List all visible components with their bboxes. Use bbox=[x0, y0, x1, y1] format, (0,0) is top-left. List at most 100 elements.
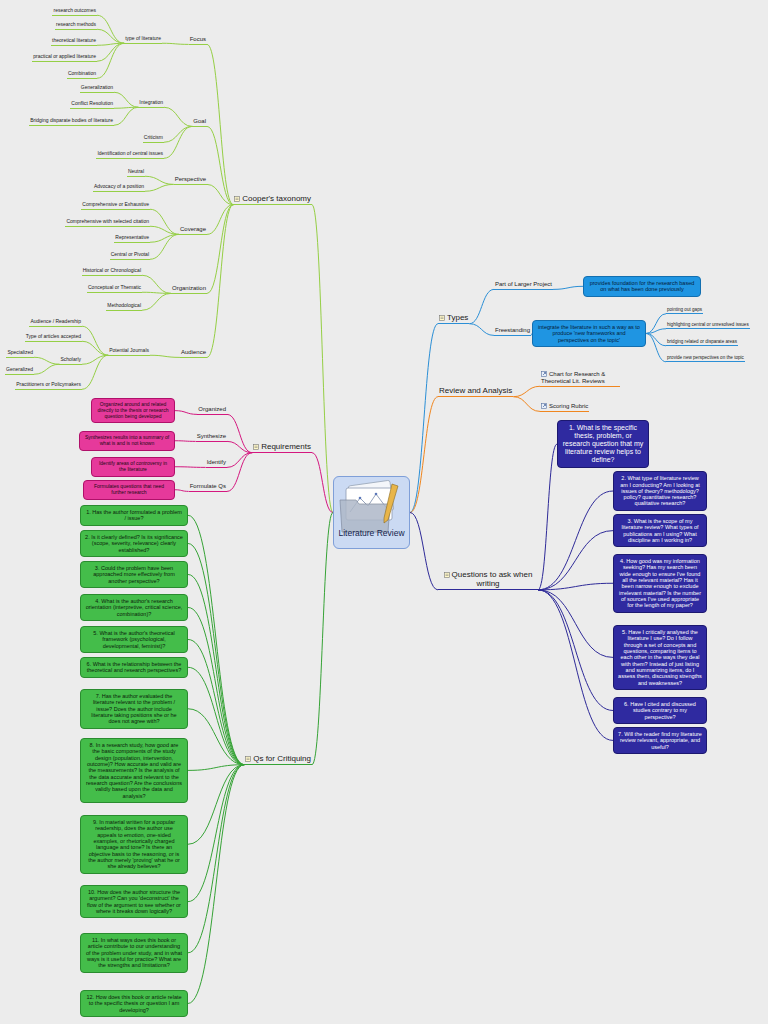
box-text: 11. In what ways does this book or artic… bbox=[86, 937, 182, 968]
label-text: Neutral bbox=[128, 168, 144, 174]
note-box: 1. What is the specific thesis, problem,… bbox=[557, 420, 649, 468]
note-icon bbox=[253, 444, 259, 450]
label-text: Coverage bbox=[180, 226, 206, 232]
branch-connector bbox=[538, 590, 613, 711]
link-icon bbox=[541, 403, 547, 409]
branch-connector bbox=[227, 453, 252, 468]
note-box: 8. In a research study, how good are the… bbox=[80, 738, 188, 803]
branch-label: Chart for Research & Theoretical Lit. Re… bbox=[540, 371, 620, 387]
note-box: 6. What is the relationship between the … bbox=[80, 657, 188, 678]
label-text: Requirements bbox=[261, 442, 311, 451]
branch-label: theoretical literature bbox=[51, 38, 97, 46]
note-box: 1. Has the author formulated a problem /… bbox=[80, 505, 188, 526]
branch-connector bbox=[34, 357, 59, 364]
note-icon bbox=[234, 196, 240, 202]
label-text: highlighting central or unresolved issue… bbox=[667, 322, 749, 327]
branch-connector bbox=[114, 92, 138, 107]
label-text: Type of articles accepted bbox=[26, 333, 81, 339]
label-text: theoretical literature bbox=[52, 37, 96, 43]
branch-connector bbox=[188, 515, 244, 764]
label-text: Generalized bbox=[6, 366, 33, 372]
branch-connector bbox=[82, 355, 108, 389]
label-text: Qs for Critiquing bbox=[253, 754, 311, 763]
note-box: 12. How does this book or article relate… bbox=[80, 990, 188, 1017]
note-box: 9. In material written for a popular rea… bbox=[80, 815, 188, 874]
branch-label: Generalization bbox=[80, 85, 114, 93]
branch-connector bbox=[227, 453, 252, 492]
branch-connector bbox=[646, 333, 666, 345]
branch-connector bbox=[227, 441, 252, 452]
branch-connector bbox=[646, 314, 666, 334]
label-text: provide new perspectives on the topic bbox=[667, 355, 744, 360]
branch-label: Combination bbox=[67, 71, 97, 79]
branch-label: Bridging disparate bodies of literature bbox=[29, 118, 114, 126]
label-text: Potential Journals bbox=[109, 347, 149, 353]
branch-connector bbox=[469, 289, 494, 323]
note-box: Formulates questions that need further r… bbox=[83, 480, 175, 500]
box-text: 9. In material written for a popular rea… bbox=[88, 819, 180, 869]
branch-label: Part of Larger Project bbox=[494, 281, 553, 290]
branch-label: Neutral bbox=[127, 169, 145, 177]
branch-label: Questions to ask when writing bbox=[438, 570, 538, 590]
label-text: Representative bbox=[115, 234, 149, 240]
branch-label: Type of articles accepted bbox=[25, 334, 82, 342]
box-text: Identify areas of controversy in the lit… bbox=[99, 460, 167, 472]
box-text: 7. Will the reader find my literature re… bbox=[618, 731, 702, 750]
label-text: bridging related or disparate areas bbox=[667, 339, 737, 344]
label-text: Advocacy of a position bbox=[94, 183, 144, 189]
branch-connector bbox=[312, 453, 333, 513]
box-text: 2. Is it clearly defined? Is its signifi… bbox=[85, 534, 183, 553]
branch-connector bbox=[145, 176, 174, 184]
note-box: 3. Could the problem have been approache… bbox=[80, 561, 188, 588]
box-text: 12. How does this book or article relate… bbox=[86, 994, 181, 1013]
branch-connector bbox=[175, 411, 197, 415]
branch-connector bbox=[207, 184, 233, 204]
branch-connector bbox=[646, 333, 666, 361]
label-text: Organized bbox=[198, 406, 226, 412]
branch-connector bbox=[538, 491, 613, 590]
note-box: 7. Has the author evaluated the literatu… bbox=[80, 689, 188, 729]
branch-label: Organized bbox=[197, 406, 227, 415]
label-text: Perspective bbox=[175, 176, 206, 182]
label-text: Generalization bbox=[81, 84, 113, 90]
branch-label: bridging related or disparate areas bbox=[666, 339, 738, 346]
box-text: Formulates questions that need further r… bbox=[94, 483, 164, 495]
branch-label: Advocacy of a position bbox=[93, 184, 145, 192]
label-text: Types bbox=[447, 313, 468, 322]
box-text: 1. What is the specific thesis, problem,… bbox=[563, 424, 644, 463]
branch-connector bbox=[82, 326, 108, 355]
note-box: 2. Is it clearly defined? Is its signifi… bbox=[80, 530, 188, 557]
topic-text: Literature Review bbox=[338, 528, 404, 538]
branch-connector bbox=[142, 292, 171, 293]
central-box-fill bbox=[333, 476, 410, 549]
label-text: Practitioners or Policymakers bbox=[16, 381, 81, 387]
branch-label: Integration bbox=[138, 100, 164, 108]
branch-connector bbox=[175, 440, 196, 442]
box-text: 7. Has the author evaluated the literatu… bbox=[91, 693, 176, 724]
branch-label: Focus bbox=[189, 36, 207, 45]
box-text: 5. What is the author's theoretical fram… bbox=[93, 630, 174, 649]
branch-label: Formulate Qs bbox=[189, 483, 227, 492]
branch-label: Cooper's taxonomy bbox=[233, 194, 312, 205]
note-box: 11. In what ways does this book or artic… bbox=[80, 933, 188, 973]
branch-connector bbox=[188, 709, 244, 765]
branch-connector bbox=[162, 43, 189, 44]
branch-connector bbox=[188, 543, 244, 764]
branch-label: Requirements bbox=[252, 442, 312, 453]
box-text: 6. Have I cited and discussed studies co… bbox=[624, 701, 696, 720]
label-text: Central or Pivotal bbox=[111, 251, 149, 257]
box-text: 4. How good was my information seeking? … bbox=[619, 558, 701, 608]
branch-label: Generalized bbox=[5, 367, 34, 375]
branch-label: Audience / Readership bbox=[29, 319, 82, 327]
box-text: 6. What is the relationship between the … bbox=[87, 661, 182, 673]
note-box: 5. What is the author's theoretical fram… bbox=[80, 626, 188, 653]
branch-label: Coverage bbox=[179, 226, 207, 235]
branch-connector bbox=[646, 329, 666, 334]
box-text: 4. What is the author's research orienta… bbox=[86, 598, 183, 617]
label-text: Review and Analysis bbox=[439, 386, 512, 395]
branch-connector bbox=[97, 43, 124, 61]
label-text: Part of Larger Project bbox=[495, 281, 552, 287]
box-text: 2. What type of literature review am I c… bbox=[620, 475, 700, 506]
branch-connector bbox=[188, 574, 244, 764]
branch-connector bbox=[164, 126, 192, 142]
